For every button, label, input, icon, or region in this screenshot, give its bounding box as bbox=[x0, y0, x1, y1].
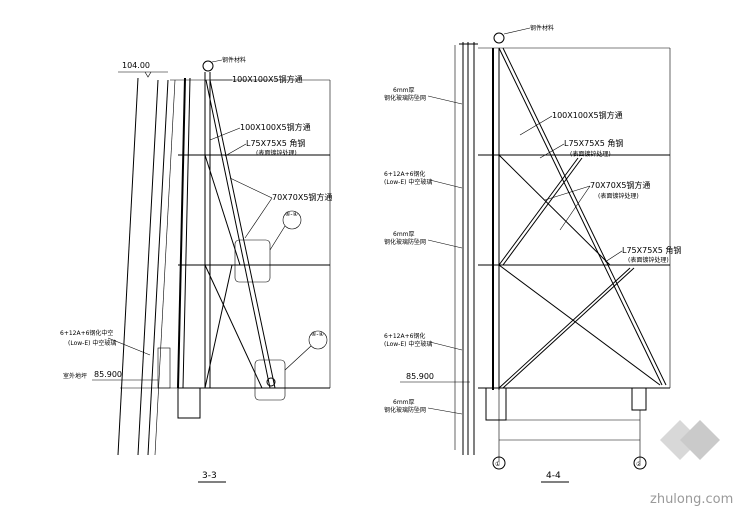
elevation-top-text: 104.00 bbox=[122, 61, 150, 70]
footing-left bbox=[177, 387, 201, 419]
truss-brace-3 bbox=[204, 264, 233, 389]
r-leader-diag-2 bbox=[559, 185, 591, 231]
r-glass-b: 6+12A+6钢化 bbox=[384, 170, 425, 178]
detail-label-b: ④-④ bbox=[311, 331, 324, 338]
r-truss-main-2 bbox=[502, 47, 667, 386]
r-truss-brace-1 bbox=[498, 157, 579, 266]
detail-box-b bbox=[254, 359, 286, 401]
label-glass: 6+12A+6钢化中空 bbox=[60, 329, 113, 337]
r-glass-d2: (Low-E) 中空玻璃 bbox=[384, 340, 432, 348]
r-label-diag: 70X70X5钢方通 bbox=[590, 180, 650, 190]
r-leader-glass-d bbox=[429, 341, 463, 351]
truss-brace-2 bbox=[204, 264, 263, 389]
axis-bubble-b bbox=[633, 456, 647, 470]
detail-box-a bbox=[234, 239, 271, 283]
r-leader-diag-1 bbox=[544, 185, 591, 201]
section-title-left: 3-3 bbox=[202, 471, 217, 481]
r-label-angle-note: (表面镀锌处理) bbox=[570, 150, 611, 158]
elevation-top-mark bbox=[144, 71, 152, 78]
leader-angle bbox=[224, 143, 247, 157]
top-cap-circle bbox=[202, 60, 214, 72]
wall-line-2 bbox=[137, 79, 159, 456]
r-leader-top-note bbox=[503, 27, 531, 35]
axis-label-b: ② bbox=[636, 461, 642, 468]
wall-line-4 bbox=[154, 79, 176, 456]
detail-leader-b bbox=[284, 345, 312, 371]
r-truss-brace-3b bbox=[502, 267, 635, 389]
label-diag: 70X70X5钢方通 bbox=[272, 192, 332, 202]
mullion-inner bbox=[182, 77, 191, 389]
ground-label: 室外地坪 bbox=[63, 372, 87, 380]
leader-diag-2 bbox=[244, 197, 273, 239]
r-glass-c2: 钢化玻璃防坠网 bbox=[384, 238, 426, 246]
leader-main-tube-2 bbox=[209, 127, 241, 141]
label-angle-note: (表面镀锌处理) bbox=[256, 149, 297, 157]
r-glass-e2: 钢化玻璃防坠网 bbox=[384, 406, 426, 414]
detail-bubble-a bbox=[282, 210, 302, 230]
r-footing-right bbox=[631, 387, 647, 411]
r-glass-a2: 钢化玻璃防坠网 bbox=[384, 94, 426, 102]
label-glass-2: (Low-E) 中空玻璃 bbox=[68, 339, 116, 347]
r-label-main: 100X100X5钢方通 bbox=[552, 110, 623, 120]
r-glass-c: 6mm厚 bbox=[393, 231, 415, 238]
label-main-tube: 100X100X5钢方通 bbox=[232, 74, 303, 84]
r-leader-main bbox=[519, 115, 553, 136]
r-footing-left bbox=[485, 387, 507, 421]
watermark-logo: zhulong.com bbox=[650, 420, 733, 507]
label-main-tube-2: 100X100X5钢方通 bbox=[240, 122, 311, 132]
wall-line-3 bbox=[147, 79, 169, 456]
leader-top-note bbox=[211, 59, 223, 63]
glass-panel-marker bbox=[157, 347, 171, 389]
r-truss-brace-1b bbox=[502, 157, 583, 266]
r-truss-brace-2 bbox=[498, 154, 611, 266]
section-title-right: 4-4 bbox=[546, 471, 561, 481]
r-leader-glass-a bbox=[427, 95, 463, 105]
r-label-angle2: L75X75X5 角钢 bbox=[622, 245, 681, 255]
detail-label-a: ④-④ bbox=[285, 211, 298, 218]
r-label-top-note: 钢件材料 bbox=[530, 24, 554, 32]
anchor-circle bbox=[266, 377, 276, 387]
axis-label-a: ① bbox=[495, 461, 500, 468]
r-truss-brace-3 bbox=[498, 267, 631, 389]
watermark-text: zhulong.com bbox=[650, 492, 733, 507]
label-top-note: 钢件材料 bbox=[222, 56, 246, 64]
right-section: 85.900 ① ② 钢件材料 100X100X5钢方通 L75X75X5 角钢… bbox=[384, 24, 681, 483]
r-glass-a: 6mm厚 bbox=[393, 87, 415, 94]
r-leader-angle bbox=[539, 143, 565, 159]
detail-leader-a bbox=[269, 225, 286, 251]
r-truss-main bbox=[498, 47, 663, 386]
r-label-angle2-note: (表面镀锌处理) bbox=[628, 256, 669, 264]
left-section: 104.00 85.900 室外地坪 ④- bbox=[60, 56, 332, 483]
truss-diagonal-inner bbox=[205, 79, 271, 389]
mullion-outer bbox=[177, 77, 186, 389]
leader-diag-1 bbox=[229, 177, 273, 199]
r-truss-brace-4 bbox=[498, 264, 661, 386]
r-leader-glass-b bbox=[429, 179, 463, 189]
r-glass-d: 6+12A+6钢化 bbox=[384, 332, 425, 340]
r-leader-glass-c bbox=[427, 239, 463, 249]
r-glass-e: 6mm厚 bbox=[393, 399, 415, 406]
detail-bubble-b bbox=[308, 330, 328, 350]
r-leader-angle2 bbox=[604, 250, 623, 263]
r-leader-glass-e bbox=[427, 407, 463, 415]
label-angle: L75X75X5 角钢 bbox=[246, 138, 305, 148]
r-label-angle: L75X75X5 角钢 bbox=[564, 138, 623, 148]
watermark-shape-2 bbox=[680, 420, 720, 460]
top-cap-circle-right bbox=[493, 32, 505, 44]
axis-bubble-a bbox=[492, 456, 506, 470]
elevation-bottom-text: 85.900 bbox=[94, 370, 122, 379]
truss-brace-1 bbox=[204, 154, 241, 266]
wall-line-1 bbox=[117, 77, 139, 456]
r-label-diag-note: (表面镀锌处理) bbox=[598, 192, 639, 200]
truss-diagonal-outer bbox=[209, 79, 276, 389]
r-elevation-text: 85.900 bbox=[406, 372, 434, 381]
leader-glass bbox=[107, 337, 151, 356]
r-glass-b2: (Low-E) 中空玻璃 bbox=[384, 178, 432, 186]
